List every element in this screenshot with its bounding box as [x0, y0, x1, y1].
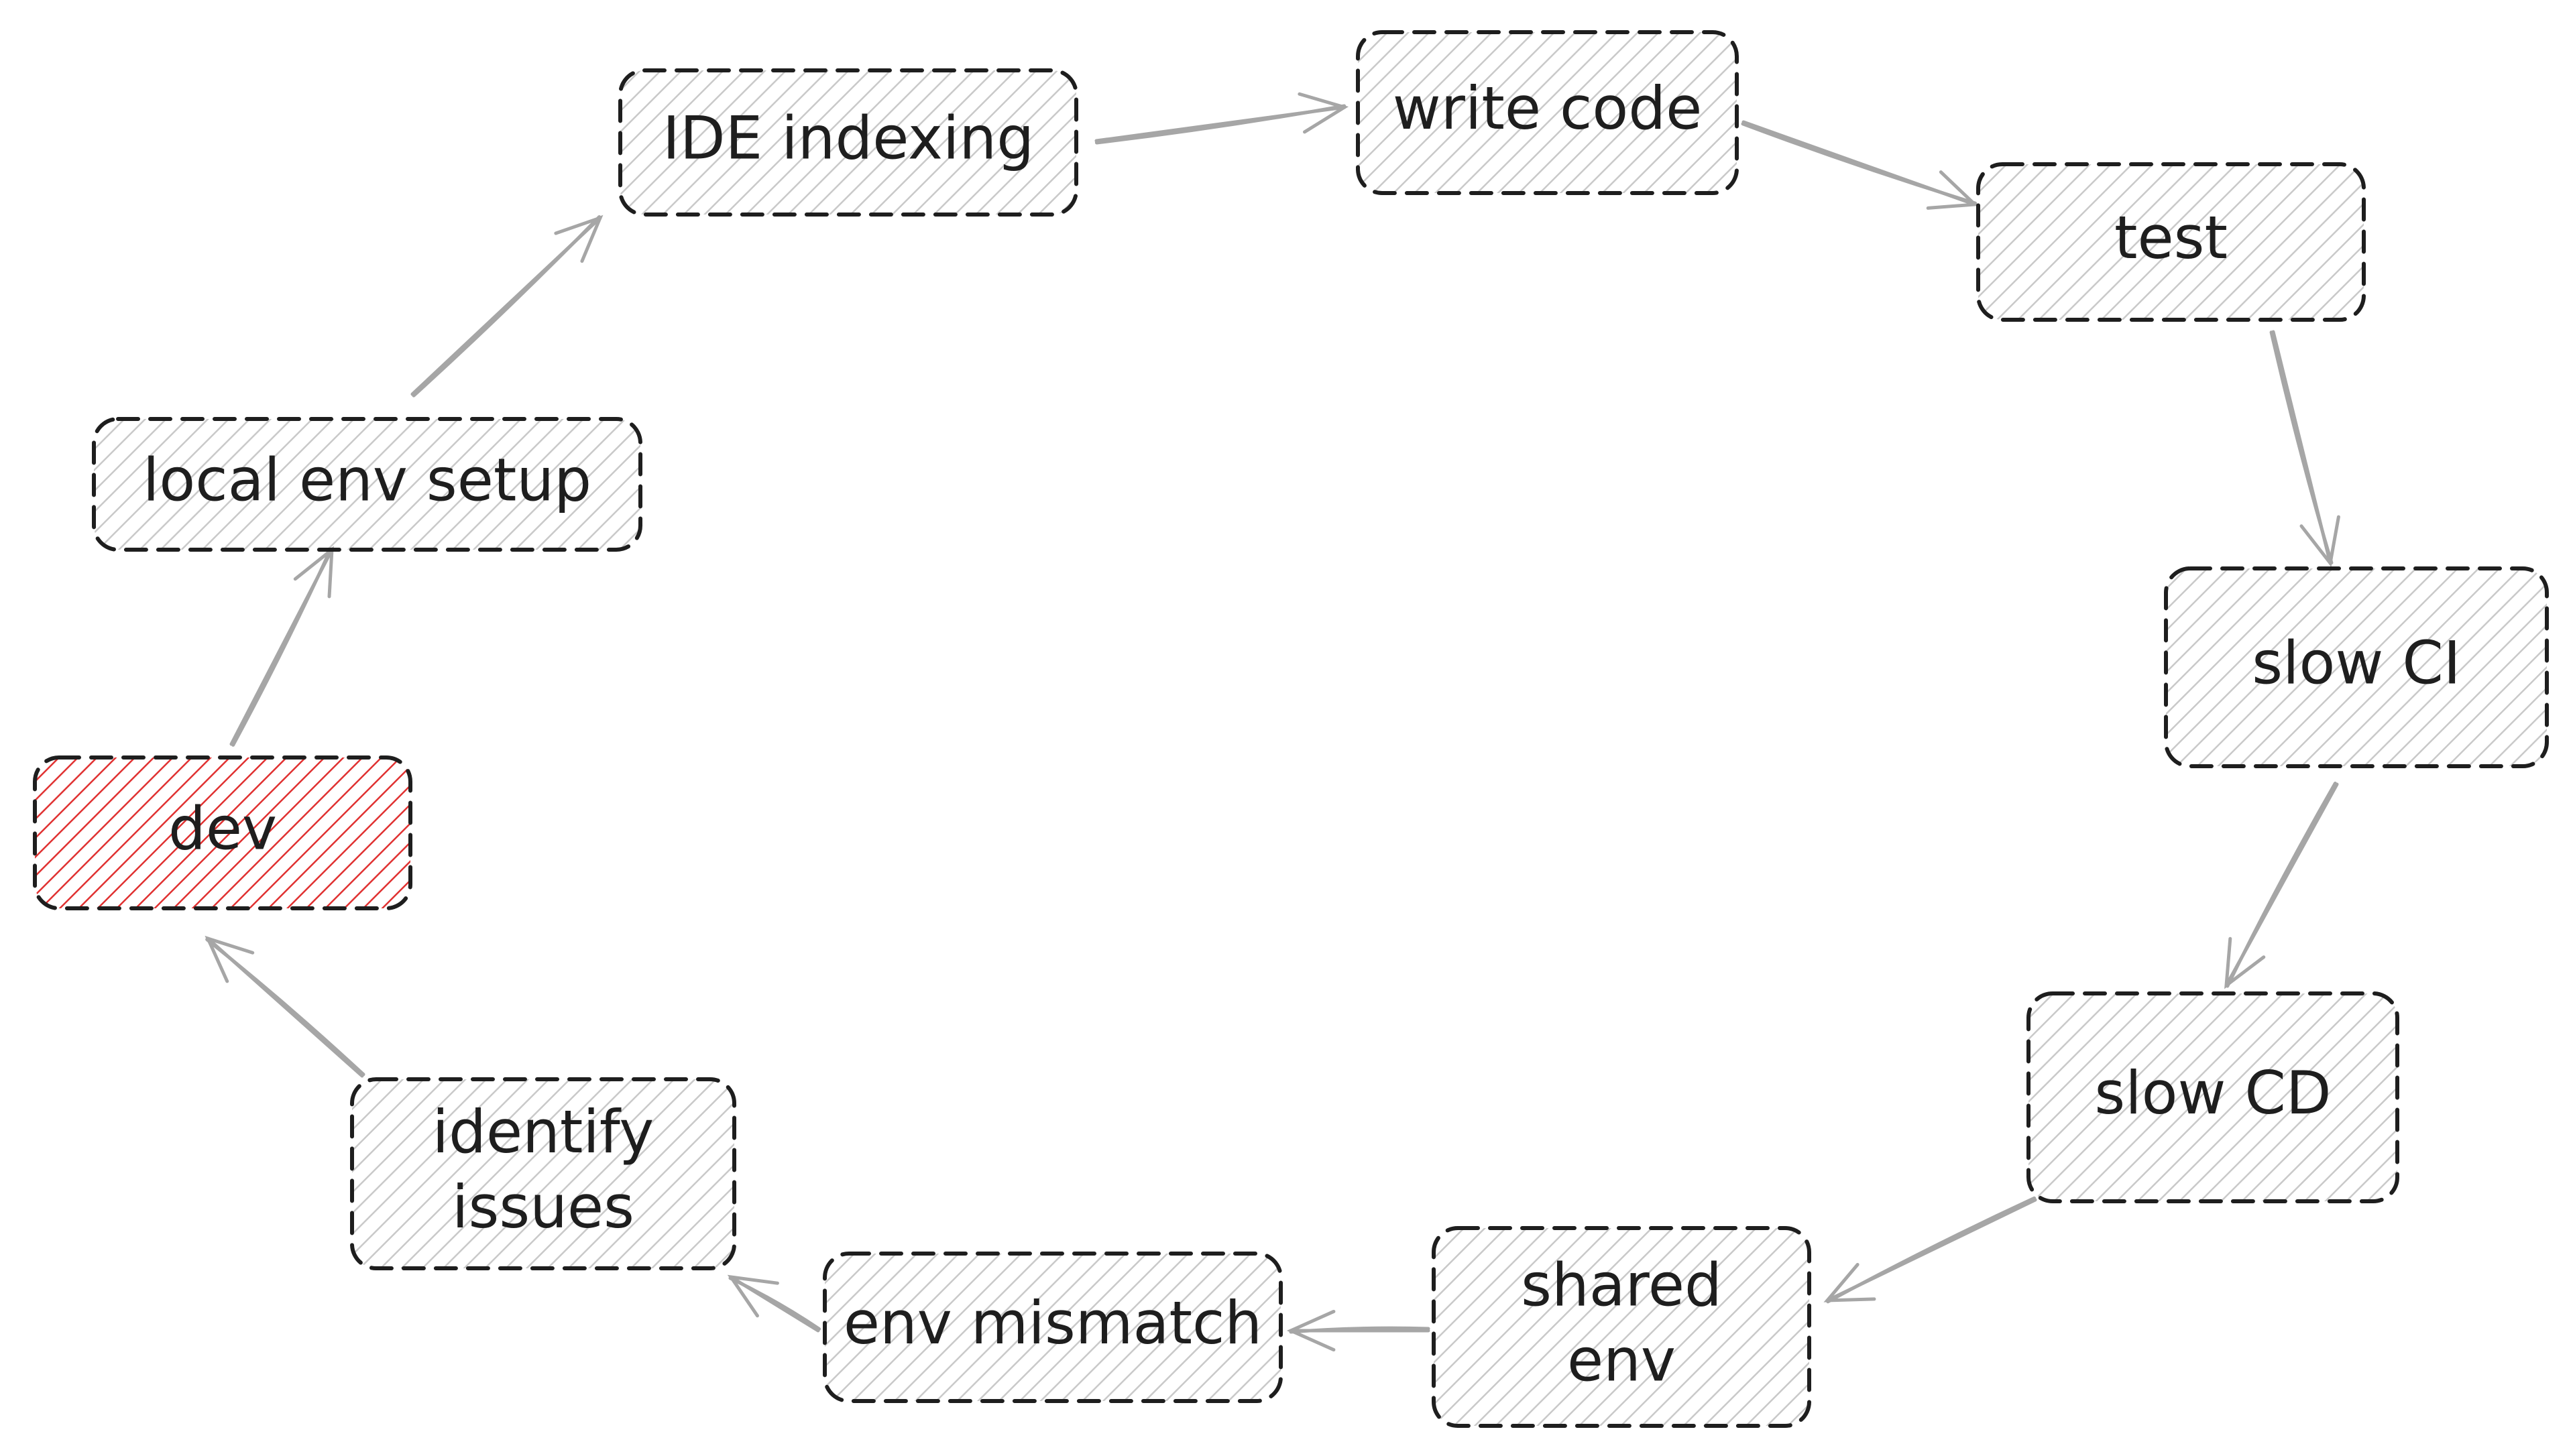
node-box [618, 68, 1078, 217]
node-box [92, 417, 642, 552]
node-slow-cd: slow CD [2026, 991, 2399, 1203]
node-label: env mismatch [844, 1288, 1262, 1357]
node-label: test [2114, 203, 2228, 272]
node-box [2164, 566, 2549, 768]
node-write-code: write code [1356, 30, 1739, 195]
node-box [823, 1252, 1283, 1403]
node-slow-ci: slow CI [2164, 566, 2549, 768]
node-box [2026, 991, 2399, 1203]
arrowhead [2299, 515, 2340, 567]
arrowhead [1926, 170, 1979, 210]
arrow-env-mismatch-to-identify-issues [727, 1274, 821, 1333]
node-label: local env setup [143, 445, 591, 514]
node-label: write code [1393, 74, 1702, 143]
nodes-layer: dev local env setup IDE indexing write code… [33, 30, 2549, 1428]
node-label: dev [168, 794, 277, 863]
node-local-env-setup: local env setup [92, 417, 642, 552]
node-label: identify [433, 1097, 654, 1166]
arrow-identify-issues-to-dev [205, 935, 365, 1078]
node-label: issues [452, 1172, 634, 1241]
node-label: slow CD [2094, 1058, 2331, 1128]
node-test: test [1976, 162, 2366, 322]
arrowhead [1286, 1309, 1336, 1352]
arrowhead [1298, 92, 1349, 134]
arrow-shared-env-to-env-mismatch [1286, 1309, 1430, 1352]
arrow-local-env-setup-to-ide-indexing [410, 215, 604, 398]
arrow-slow-ci-to-slow-cd [2224, 782, 2339, 989]
arrowhead [1823, 1262, 1876, 1302]
node-dev: dev [33, 755, 412, 910]
arrow-test-to-slow-ci [2269, 330, 2340, 567]
arrowhead [205, 935, 255, 983]
arrow-dev-to-local-env-setup [229, 546, 334, 747]
arrowhead [727, 1274, 779, 1318]
node-label: IDE indexing [663, 103, 1034, 172]
arrow-slow-cd-to-shared-env [1823, 1196, 2037, 1304]
node-box [1356, 30, 1739, 195]
arrow-ide-indexing-to-write-code [1094, 92, 1349, 145]
node-label: env [1567, 1325, 1676, 1394]
edges-layer [205, 92, 2340, 1352]
node-box [33, 755, 412, 910]
node-box [350, 1077, 736, 1270]
node-label: shared [1521, 1250, 1722, 1319]
node-box [1432, 1226, 1811, 1428]
arrowhead [554, 215, 604, 263]
arrowhead [2224, 936, 2266, 989]
arrow-write-code-to-test [1741, 120, 1979, 210]
node-label: slow CI [2252, 628, 2460, 697]
node-box [1976, 162, 2366, 322]
node-ide-indexing: IDE indexing [618, 68, 1078, 217]
node-env-mismatch: env mismatch [823, 1252, 1283, 1403]
